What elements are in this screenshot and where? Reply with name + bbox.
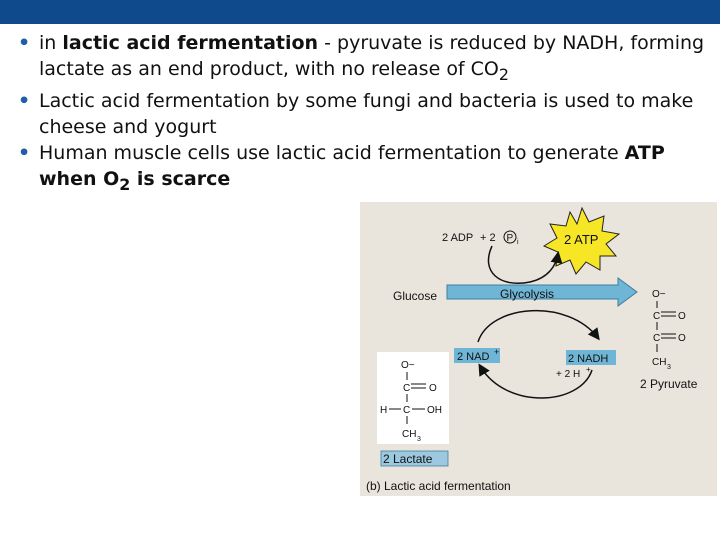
plus-label: + 2: [480, 232, 496, 244]
nadh-label: 2 NADH: [568, 353, 608, 365]
svg-text:O: O: [678, 311, 686, 322]
atp-starburst: [542, 206, 621, 275]
svg-text:H: H: [380, 405, 387, 416]
atp-label: 2 ATP: [564, 232, 598, 247]
svg-text:C: C: [653, 333, 660, 344]
pyruvate-structure: O− C O C O CH 3: [652, 289, 686, 371]
glycolysis-label: Glycolysis: [500, 287, 554, 301]
svg-text:CH: CH: [402, 429, 416, 440]
h-superscript: +: [586, 365, 591, 374]
svg-text:C: C: [403, 405, 410, 416]
svg-text:CH: CH: [652, 357, 666, 368]
h-label: + 2 H: [556, 369, 580, 380]
fermentation-figure: 2 ATP 2 ADP + 2 P i Glucose Glycolysis 2…: [360, 202, 717, 496]
glycolysis-arrow: [446, 277, 638, 307]
lactate-label: 2 Lactate: [383, 452, 433, 466]
nadh-arrow: [477, 309, 600, 343]
lactate-structure: O− C O C H OH CH 3: [380, 360, 442, 443]
bullet-bold-text: lactic acid fermentation: [62, 32, 319, 54]
bullet-text: - pyruvate is reduced by NADH, forming l…: [39, 32, 705, 80]
pi-label: P: [507, 233, 514, 244]
pyruvate-label: 2 Pyruvate: [640, 377, 698, 391]
subscript: 2: [119, 174, 131, 194]
nad-box: [454, 348, 500, 363]
lactate-panel: [377, 352, 449, 444]
bullet-text: Lactic acid fermentation by some fungi a…: [39, 89, 694, 138]
figure-caption: (b) Lactic acid fermentation: [366, 479, 511, 493]
bullet-text: in: [39, 32, 63, 54]
title-bar: [0, 0, 720, 24]
nadh-box: [566, 350, 616, 365]
bullet-item-1: • in lactic acid fermentation - pyruvate…: [18, 30, 708, 88]
bullet-text: Human muscle cells use lactic acid ferme…: [39, 141, 625, 164]
bullet-bold-text: is scarce: [130, 167, 231, 190]
bullet-bold-text: ATP when O: [39, 141, 665, 190]
subscript: 2: [498, 64, 509, 84]
svg-text:O: O: [429, 383, 437, 394]
phosphate-icon: [503, 230, 517, 244]
glucose-label: Glucose: [393, 289, 437, 303]
svg-text:3: 3: [417, 436, 421, 443]
svg-text:O: O: [678, 333, 686, 344]
svg-text:O−: O−: [401, 360, 415, 371]
nad-superscript: +: [494, 347, 499, 357]
bullet-icon: •: [18, 89, 31, 112]
svg-text:OH: OH: [427, 405, 442, 416]
bullet-icon: •: [18, 32, 31, 54]
bullet-list: • in lactic acid fermentation - pyruvate…: [18, 30, 708, 198]
svg-text:C: C: [403, 383, 410, 394]
nad-label: 2 NAD: [457, 351, 489, 363]
svg-text:C: C: [653, 311, 660, 322]
nad-arrow: [478, 363, 593, 399]
pi-subscript: i: [517, 239, 519, 246]
svg-text:O−: O−: [652, 289, 666, 300]
bullet-item-2: • Lactic acid fermentation by some fungi…: [18, 88, 708, 140]
atp-arrow: [487, 245, 563, 284]
svg-text:3: 3: [667, 364, 671, 371]
lactate-label-box: [380, 450, 449, 467]
adp-label: 2 ADP: [442, 232, 473, 244]
bullet-item-3: • Human muscle cells use lactic acid fer…: [18, 140, 708, 198]
bullet-icon: •: [18, 141, 31, 164]
